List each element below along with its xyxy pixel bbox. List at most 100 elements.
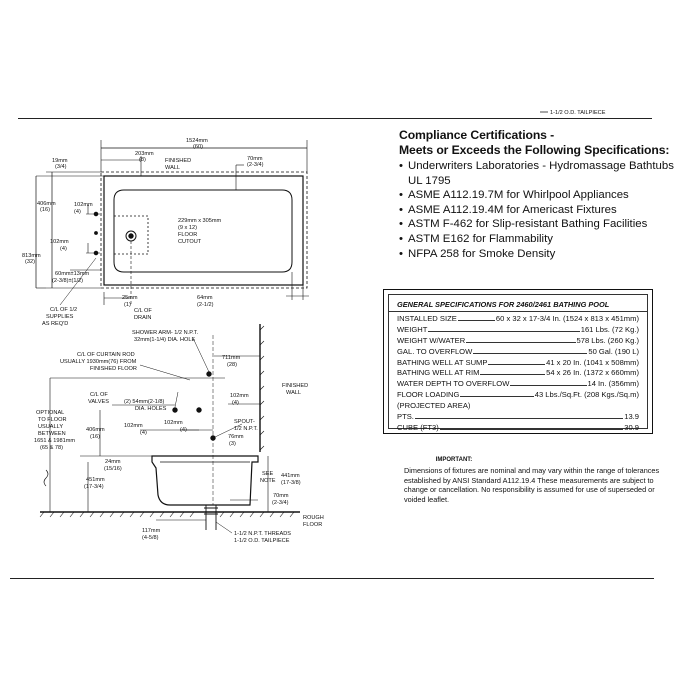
dim-19-in-label: (3/4): [55, 164, 67, 170]
valves-label-2: VALVES: [88, 399, 109, 405]
spec-row: FLOOR LOADING 43 Lbs./Sq.Ft. (208 Kgs./Sq…: [397, 390, 639, 401]
important-title: IMPORTANT:: [435, 457, 473, 463]
compliance-section: Compliance Certifications - Meets or Exc…: [399, 128, 684, 261]
see-note-label-1: SEE: [262, 471, 273, 477]
dim-203-in-label: (8): [139, 157, 146, 163]
curtain-rod-label-2: USUALLY 1930mm(76) FROM: [60, 359, 137, 365]
spec-label: INSTALLED SIZE: [397, 314, 457, 323]
spec-value: 161 Lbs. (72 Kg.): [580, 324, 639, 334]
dim-76-in-label: (3): [229, 441, 236, 447]
spec-row: (PROJECTED AREA): [397, 401, 639, 412]
spec-value: 43 Lbs./Sq.Ft. (208 Kgs./Sq.m): [534, 390, 639, 400]
npt-threads-label: 1-1/2 N.P.T. THREADS: [234, 531, 291, 537]
dim-64-in-label: (2-1/2): [197, 302, 214, 308]
compliance-title-2: Meets or Exceeds the Following Specifica…: [399, 143, 670, 157]
drain-label-2: DRAIN: [134, 315, 151, 321]
dim-102e-label: 102mm: [164, 420, 183, 426]
elevation-view: [39, 324, 300, 534]
compliance-item: ASME A112.19.7M for Whirlpool Appliances: [399, 188, 684, 203]
spec-value: 14 In. (356mm): [587, 379, 640, 389]
dim-102c-in-label: (4): [232, 400, 239, 406]
specifications-inner-frame: GENERAL SPECIFICATIONS FOR 2460/2461 BAT…: [388, 294, 648, 432]
cutout-label-2: CUTOUT: [178, 239, 202, 245]
dim-203-label: 203mm: [135, 151, 154, 157]
spec-value: 54 x 26 In. (1372 x 660mm): [546, 368, 639, 378]
overall-length-in-label: (60): [193, 144, 203, 150]
spec-row: PTS. 13.9: [397, 412, 639, 423]
dim-711-in-label: (28): [227, 362, 237, 368]
finished-wall-label-plan: FINISHED: [165, 158, 191, 164]
dim-102b-label: 102mm: [50, 239, 69, 245]
optional-label-5: 1651 & 1981mm: [34, 438, 75, 444]
dim-711-label: 711mm: [222, 355, 241, 361]
specifications-box: GENERAL SPECIFICATIONS FOR 2460/2461 BAT…: [383, 289, 653, 434]
supplies-label-1: C/L OF 1/2: [50, 307, 77, 313]
shower-arm-hole-label: 32mm(1-1/4) DIA. HOLE: [134, 337, 196, 343]
compliance-item: Underwriters Laboratories - Hydromassage…: [399, 159, 684, 188]
dim-70-label: 70mm: [247, 156, 263, 162]
spec-value: 578 Lbs. (260 Kg.): [576, 335, 639, 345]
spec-row: GAL. TO OVERFLOW 50 Gal. (190 L): [397, 347, 639, 358]
dim-813-label: 813mm: [22, 253, 41, 259]
spec-value: 13.9: [624, 412, 639, 422]
dim-24-label: 24mm: [105, 459, 121, 465]
dim-60-label: 60mm±13mm: [55, 271, 89, 277]
dim-406-label: 406mm: [37, 201, 56, 207]
holes-label-2: DIA. HOLES: [135, 406, 167, 412]
dim-102d-label: 102mm: [124, 423, 143, 429]
dim-441-in-label: (17-3/8): [281, 480, 301, 486]
spec-row: CUBE (FT3)30.9: [397, 423, 639, 434]
rough-floor-label-1: ROUGH: [303, 515, 324, 521]
spec-label: BATHING WELL AT SUMP: [397, 357, 488, 367]
cutout-size-label: 229mm x 305mm: [178, 218, 222, 224]
drain-label-1: C/L OF: [134, 308, 152, 314]
compliance-item: ASTM E162 for Flammability: [399, 232, 684, 247]
spec-label: FLOOR LOADING: [397, 390, 460, 400]
dim-25-label: 25mm: [122, 295, 138, 301]
spec-label: PTS.: [397, 412, 414, 422]
spout-label-1: SPOUT-: [234, 419, 255, 425]
optional-label-1: OPTIONAL: [36, 410, 64, 416]
dim-60-in-label: (2-3/8)±(1/2): [52, 278, 83, 284]
important-text: Dimensions of fixtures are nominal and m…: [404, 466, 660, 504]
dim-117-label: 117mm: [142, 528, 161, 534]
spec-label: GAL. TO OVERFLOW: [397, 346, 473, 356]
spout-label-2: 1/2 N.P.T.: [234, 426, 258, 432]
optional-label-4: BETWEEN: [38, 431, 66, 437]
dim-406-in-label: (16): [40, 207, 50, 213]
dim-451-label: 451mm: [86, 477, 105, 483]
compliance-item: ASTM F-462 for Slip-resistant Bathing Fa…: [399, 217, 684, 232]
valves-label-1: C/L OF: [90, 392, 108, 398]
supplies-label-3: AS REQ'D: [42, 321, 68, 327]
spec-label: CUBE (FT3): [397, 422, 439, 432]
specifications-title: GENERAL SPECIFICATIONS FOR 2460/2461 BAT…: [397, 300, 610, 309]
dim-102b-in-label: (4): [60, 246, 67, 252]
spec-label: (PROJECTED AREA): [397, 401, 471, 411]
see-note-label-2: NOTE: [260, 478, 276, 484]
holes-label-1: (2) 54mm(2-1/8): [124, 399, 165, 405]
optional-label-6: (65 & 78): [40, 445, 63, 451]
overall-length-label: 1524mm: [186, 138, 208, 144]
spec-row: BATHING WELL AT RIM 54 x 26 In. (1372 x 6…: [397, 368, 639, 379]
spec-value: 50 Gal. (190 L): [588, 346, 639, 356]
rough-floor-label-2: FLOOR: [303, 522, 322, 528]
dim-76-label: 76mm: [228, 434, 244, 440]
top-rule: [18, 118, 652, 119]
dim-102e-in-label: (4): [180, 427, 187, 433]
shower-arm-label: SHOWER ARM- 1/2 N.P.T.: [132, 330, 199, 336]
dim-117-in-label: (4-5/8): [142, 535, 159, 541]
spec-label: BATHING WELL AT RIM: [397, 368, 480, 378]
top-fragment-text: 1-1/2 O.D. TAILPIECE: [550, 110, 606, 116]
dim-406-elev-in-label: (16): [90, 434, 100, 440]
compliance-list: Underwriters Laboratories - Hydromassage…: [399, 159, 684, 261]
dim-102d-in-label: (4): [140, 430, 147, 436]
curtain-rod-label-1: C/L OF CURTAIN ROD: [77, 352, 135, 358]
dim-25-in-label: (1): [124, 302, 131, 308]
dim-813-in-label: (32): [25, 259, 35, 265]
